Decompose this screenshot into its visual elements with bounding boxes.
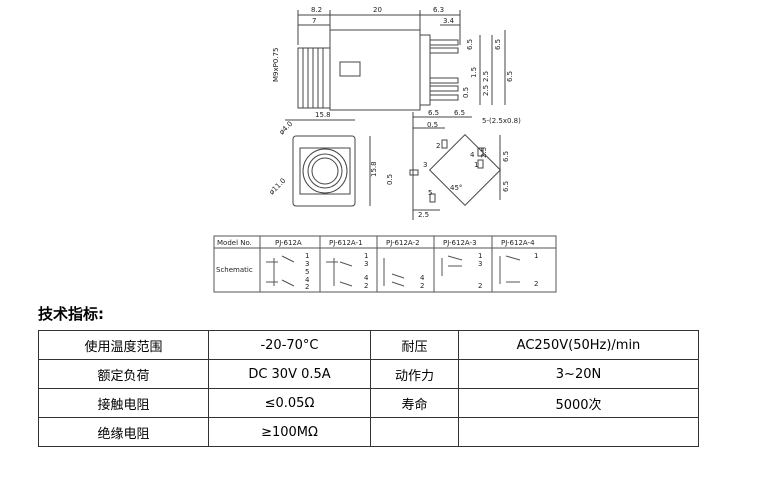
- dim-label: 0.5: [427, 121, 438, 129]
- pin-number: 2: [420, 282, 424, 290]
- table-row: 使用温度范围 -20-70°C 耐压 AC250V(50Hz)/min: [38, 330, 699, 360]
- table-row: 接触电阻 ≤0.05Ω 寿命 5000次: [38, 388, 699, 418]
- thread-label: M9xP0.75: [272, 48, 280, 82]
- dim-label: 3.4: [443, 17, 455, 25]
- technical-drawing: 8.2 20 6.3 7 3.4 M9xP0.75 6.5 6.5 1.5 2.…: [213, 6, 557, 293]
- model-table: [213, 235, 557, 293]
- spec-value: ≥100MΩ: [208, 417, 371, 447]
- pin-number: 3: [364, 260, 368, 268]
- dim-label: 6.5: [506, 71, 514, 82]
- side-view: [297, 10, 506, 111]
- model-name: PJ-612A-2: [386, 239, 420, 247]
- spec-label: 动作力: [370, 359, 459, 389]
- spec-label: 使用温度范围: [38, 330, 209, 360]
- model-name: PJ-612A-4: [501, 239, 535, 247]
- pin-number: 2: [478, 282, 482, 290]
- dim-label: 6.5: [428, 109, 439, 117]
- dim-label: 2.5: [418, 211, 429, 219]
- dim-label: 6.5: [454, 109, 465, 117]
- dim-label: 5-(2.5x0.8): [482, 117, 521, 125]
- pin-number: 4: [420, 274, 425, 282]
- pin-number: 3: [305, 260, 309, 268]
- spec-value: -20-70°C: [208, 330, 371, 360]
- table-row: 绝缘电阻 ≥100MΩ: [38, 417, 699, 447]
- spec-value: 3~20N: [458, 359, 699, 389]
- spec-label: 耐压: [370, 330, 459, 360]
- spec-value: ≤0.05Ω: [208, 388, 371, 418]
- dim-label: 20: [373, 6, 382, 14]
- spec-label: 接触电阻: [38, 388, 209, 418]
- dim-label: 3: [423, 161, 427, 169]
- dim-label: 7: [312, 17, 316, 25]
- spec-value: DC 30V 0.5A: [208, 359, 371, 389]
- spec-label: [370, 417, 459, 447]
- dim-label: 8.2: [311, 6, 322, 14]
- dim-label: 1.5: [470, 67, 478, 78]
- model-name: PJ-612A-3: [443, 239, 477, 247]
- dim-label: 4: [470, 151, 475, 159]
- dim-label: 6.5: [502, 181, 510, 192]
- dim-label: ø4.0: [278, 120, 295, 137]
- pin-number: 1: [364, 252, 368, 260]
- dim-label: 2.5: [480, 147, 488, 158]
- dim-label: 0.5: [386, 174, 394, 185]
- pin-number: 1: [478, 252, 482, 260]
- pin-number: 3: [478, 260, 482, 268]
- model-name: PJ-612A: [275, 239, 302, 247]
- pin-number: 4: [364, 274, 369, 282]
- schematic-row-label: Schematic: [216, 266, 253, 274]
- spec-label: 绝缘电阻: [38, 417, 209, 447]
- dim-label: ø11.0: [268, 177, 288, 197]
- dim-label: 6.3: [433, 6, 444, 14]
- spec-value: [458, 417, 699, 447]
- dim-label: 5: [428, 189, 432, 197]
- dim-label: 1: [474, 161, 478, 169]
- front-view: [285, 119, 371, 207]
- model-name: PJ-612A-1: [329, 239, 363, 247]
- dim-label: 0.5: [462, 87, 470, 98]
- spec-value: 5000次: [458, 388, 699, 418]
- dim-label: 15.8: [370, 161, 378, 177]
- pin-number: 2: [364, 282, 368, 290]
- pin-number: 1: [305, 252, 309, 260]
- pcb-layout: [409, 112, 502, 220]
- dim-label: 6.5: [502, 151, 510, 162]
- spec-value: AC250V(50Hz)/min: [458, 330, 699, 360]
- dim-label: 2.5: [482, 85, 490, 96]
- spec-table: 使用温度范围 -20-70°C 耐压 AC250V(50Hz)/min 额定负荷…: [38, 330, 699, 447]
- pin-number: 2: [305, 283, 309, 291]
- spec-section-title: 技术指标:: [38, 305, 104, 323]
- dim-label: 45°: [450, 184, 462, 192]
- spec-label: 额定负荷: [38, 359, 209, 389]
- dim-label: 6.5: [494, 39, 502, 50]
- pin-number: 2: [534, 280, 538, 288]
- pin-number: 4: [305, 276, 310, 284]
- pin-number: 1: [534, 252, 538, 260]
- dim-label: 2.5: [482, 71, 490, 82]
- model-header-label: Model No.: [217, 239, 252, 247]
- pin-number: 5: [305, 268, 309, 276]
- dim-label: 15.8: [315, 111, 331, 119]
- dim-label: 2: [436, 142, 440, 150]
- dim-label: 6.5: [466, 39, 474, 50]
- spec-label: 寿命: [370, 388, 459, 418]
- table-row: 额定负荷 DC 30V 0.5A 动作力 3~20N: [38, 359, 699, 389]
